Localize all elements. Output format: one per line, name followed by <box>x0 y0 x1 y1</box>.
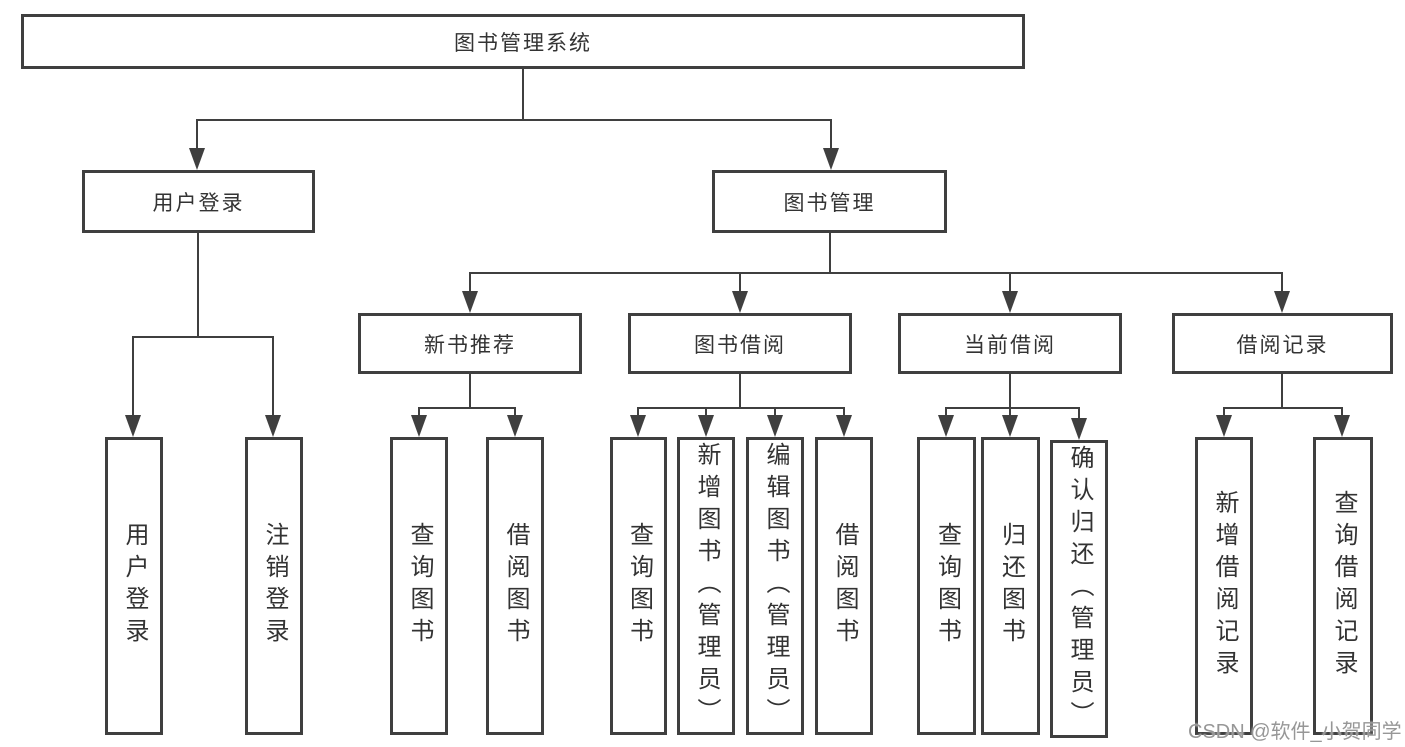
node-new-book-recommend-label: 新书推荐 <box>424 333 516 357</box>
node-borrow-records-label: 借阅记录 <box>1236 333 1329 357</box>
node-current-borrow: 当前借阅 <box>898 313 1122 374</box>
leaf-recommend-borrow-books-label: 借阅图书 <box>502 522 529 650</box>
node-current-borrow-label: 当前借阅 <box>964 333 1056 357</box>
connector-line <box>1009 407 1011 419</box>
arrowhead-down-icon <box>823 148 839 170</box>
leaf-query-borrow-record-label: 查询借阅记录 <box>1330 490 1357 682</box>
arrowhead-down-icon <box>189 148 205 170</box>
connector-line <box>197 233 199 336</box>
arrowhead-down-icon <box>630 415 646 437</box>
connector-line <box>1281 272 1283 294</box>
leaf-current-query-books-label: 查询图书 <box>933 522 961 650</box>
leaf-recommend-query-books-label: 查询图书 <box>406 522 433 650</box>
leaf-recommend-query-books: 查询图书 <box>390 437 448 735</box>
connector-line <box>1341 407 1343 419</box>
connector-line <box>1281 374 1283 407</box>
arrowhead-down-icon <box>462 291 478 313</box>
node-book-management: 图书管理 <box>712 170 947 233</box>
arrowhead-down-icon <box>938 415 954 437</box>
connector-line <box>1223 407 1225 419</box>
leaf-borrow-books-label: 借阅图书 <box>831 522 858 650</box>
leaf-logout: 注销登录 <box>245 437 303 735</box>
connector-line <box>829 233 831 273</box>
leaf-borrow-books: 借阅图书 <box>815 437 873 735</box>
node-user-login-label: 用户登录 <box>152 191 245 215</box>
arrowhead-down-icon <box>698 415 714 437</box>
connector-line <box>469 272 471 294</box>
arrowhead-down-icon <box>265 415 281 437</box>
connector-line <box>418 407 516 409</box>
leaf-edit-books-admin: 编辑图书（管理员） <box>746 437 804 735</box>
leaf-user-login: 用户登录 <box>105 437 163 735</box>
arrowhead-down-icon <box>411 415 427 437</box>
arrowhead-down-icon <box>1002 291 1018 313</box>
connector-line <box>197 119 832 121</box>
connector-line <box>739 272 741 294</box>
leaf-add-books-admin: 新增图书（管理员） <box>677 437 735 735</box>
csdn-watermark: CSDN @软件_小贺同学 <box>1188 721 1402 743</box>
leaf-borrow-query-books: 查询图书 <box>610 437 667 735</box>
node-new-book-recommend: 新书推荐 <box>358 313 582 374</box>
connector-line <box>945 407 947 419</box>
arrowhead-down-icon <box>1274 291 1290 313</box>
node-borrow-records: 借阅记录 <box>1172 313 1393 374</box>
connector-line <box>1078 407 1080 419</box>
node-book-management-label: 图书管理 <box>783 191 876 215</box>
node-root-label: 图书管理系统 <box>454 31 592 55</box>
connector-line <box>1009 374 1011 407</box>
leaf-borrow-query-books-label: 查询图书 <box>625 522 653 650</box>
connector-line <box>739 374 741 407</box>
leaf-edit-books-admin-label: 编辑图书（管理员） <box>762 442 789 730</box>
connector-line <box>418 407 420 419</box>
arrowhead-down-icon <box>125 415 141 437</box>
connector-line <box>522 69 524 119</box>
leaf-current-query-books: 查询图书 <box>917 437 976 735</box>
leaf-return-books-label: 归还图书 <box>997 522 1025 650</box>
connector-line <box>1009 272 1011 294</box>
leaf-add-borrow-record: 新增借阅记录 <box>1195 437 1253 735</box>
leaf-user-login-label: 用户登录 <box>121 522 148 650</box>
leaf-logout-label: 注销登录 <box>261 522 288 650</box>
leaf-return-books: 归还图书 <box>981 437 1040 735</box>
arrowhead-down-icon <box>1334 415 1350 437</box>
arrowhead-down-icon <box>767 415 783 437</box>
connector-line <box>1223 407 1343 409</box>
connector-line <box>830 119 832 155</box>
leaf-add-books-admin-label: 新增图书（管理员） <box>693 442 720 730</box>
connector-line <box>470 272 1283 274</box>
connector-line <box>514 407 516 419</box>
leaf-confirm-return-admin: 确认归还（管理员） <box>1050 440 1108 738</box>
leaf-confirm-return-admin-label: 确认归还（管理员） <box>1066 445 1093 733</box>
connector-line <box>705 407 707 419</box>
connector-line <box>469 374 471 407</box>
node-book-borrow: 图书借阅 <box>628 313 852 374</box>
arrowhead-down-icon <box>507 415 523 437</box>
connector-line <box>133 336 274 338</box>
connector-line <box>637 407 639 419</box>
connector-line <box>637 407 845 409</box>
connector-line <box>132 336 134 418</box>
connector-line <box>774 407 776 419</box>
arrowhead-down-icon <box>1002 415 1018 437</box>
leaf-add-borrow-record-label: 新增借阅记录 <box>1211 490 1238 682</box>
connector-line <box>843 407 845 419</box>
connector-line <box>945 407 1080 409</box>
arrowhead-down-icon <box>836 415 852 437</box>
leaf-query-borrow-record: 查询借阅记录 <box>1313 437 1373 735</box>
arrowhead-down-icon <box>1216 415 1232 437</box>
connector-line <box>272 336 274 418</box>
leaf-recommend-borrow-books: 借阅图书 <box>486 437 544 735</box>
node-root: 图书管理系统 <box>21 14 1025 69</box>
node-book-borrow-label: 图书借阅 <box>694 333 786 357</box>
connector-line <box>196 119 198 155</box>
node-user-login: 用户登录 <box>82 170 315 233</box>
arrowhead-down-icon <box>1071 418 1087 440</box>
arrowhead-down-icon <box>732 291 748 313</box>
